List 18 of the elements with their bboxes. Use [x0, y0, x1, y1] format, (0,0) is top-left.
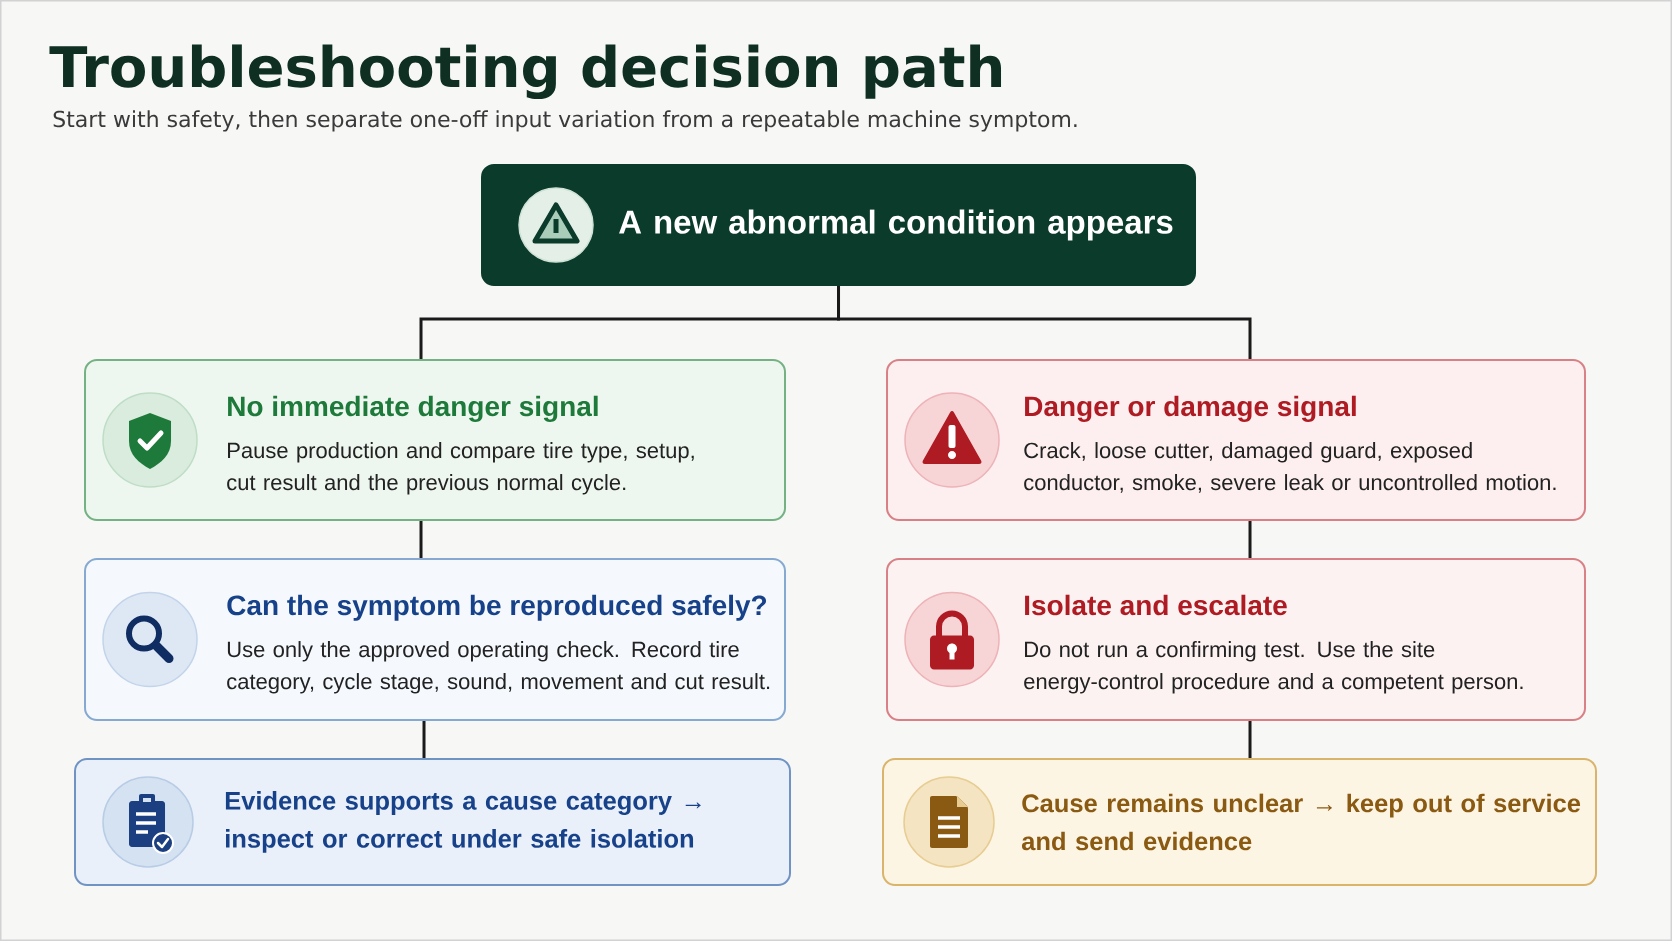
- description: Do not run a confirming test. Use the site energy-control procedure and a competent person.: [1024, 641, 1523, 694]
- connector-line: [1248, 521, 1252, 558]
- heading: Can the symptom be reproduced safely?: [227, 594, 767, 621]
- description: Crack, loose cutter, damaged guard, exposed conductor, smoke, severe leak or uncontrolled motion.: [1024, 442, 1556, 493]
- connector-line: [419, 521, 423, 558]
- heading: Isolate and escalate: [1025, 594, 1287, 616]
- box-label: A new abnormal condition appears: [619, 209, 1173, 241]
- connector-line: [422, 721, 426, 758]
- heading: No immediate danger signal: [228, 395, 598, 422]
- subtitle: Start with safety, then separate one-off input variation from a repeatable machine symptom.: [53, 110, 1077, 132]
- description: Pause production and compare tire type, setup, cut result and the previous normal cycle.: [227, 442, 694, 495]
- connector-line: [837, 286, 1252, 359]
- title: Troubleshooting decision path: [49, 44, 1001, 100]
- description: Use only the approved operating check. Record tire category, cycle stage, sound, movement and cut result.: [227, 641, 770, 694]
- box-label: Evidence supports a cause category → inspect or correct under safe isolation: [225, 791, 701, 853]
- connector-line: [1248, 721, 1252, 758]
- heading: Danger or damage signal: [1025, 395, 1356, 422]
- box-label: Cause remains unclear → keep out of service and send evidence: [1021, 793, 1581, 851]
